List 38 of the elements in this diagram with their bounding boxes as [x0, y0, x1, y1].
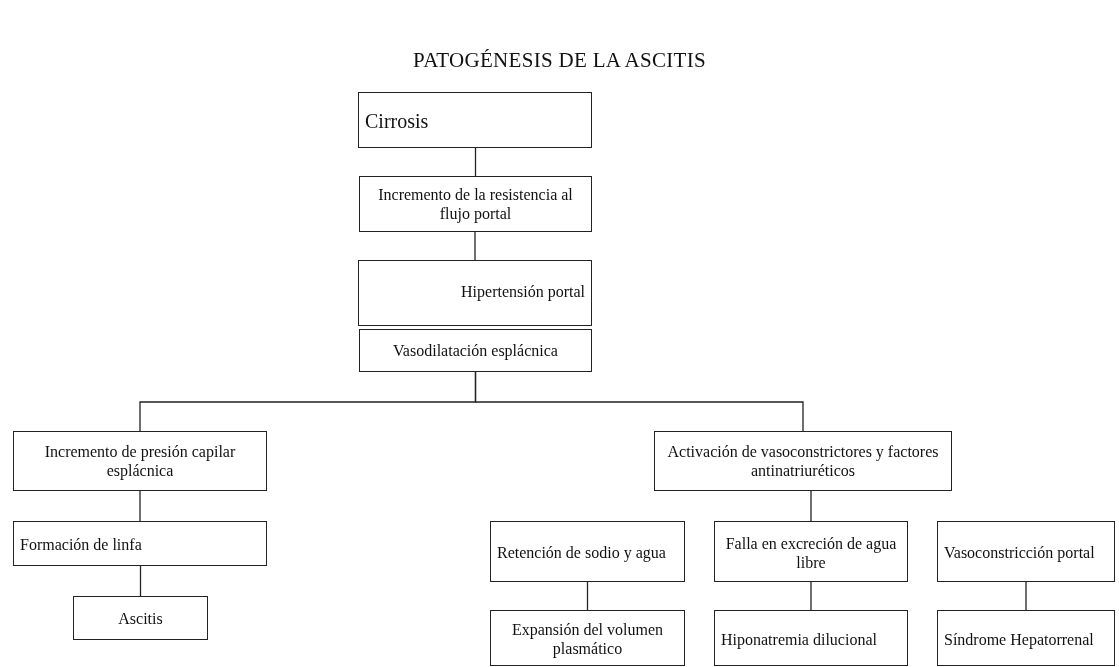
- box-text: Vasoconstricción portal: [944, 543, 1095, 562]
- process-box: [358, 92, 592, 148]
- diagram-title: PATOGÉNESIS DE LA ASCITIS: [412, 48, 707, 73]
- process-box: [714, 521, 908, 582]
- box-text: Hipertensión portal: [461, 281, 585, 301]
- process-box: [13, 521, 267, 566]
- box-text: Expansión del volumen plasmático: [510, 620, 665, 658]
- box-text: Hiponatremia dilucional: [721, 629, 877, 649]
- box-text: Ascitis: [118, 608, 163, 628]
- box-text: Formación de linfa: [20, 535, 142, 554]
- connector-line: [810, 581, 812, 611]
- process-box: [937, 610, 1115, 666]
- process-box: [490, 521, 685, 582]
- connector-line: [810, 490, 812, 522]
- box-text: Incremento de presión capilar esplácnica: [43, 442, 237, 480]
- process-box: [654, 431, 952, 491]
- box-text: Retención de sodio y agua: [497, 543, 666, 562]
- connector-line: [474, 231, 476, 261]
- process-box: [73, 596, 208, 640]
- connector-line: [139, 490, 141, 522]
- box-text: Síndrome Hepatorrenal: [944, 629, 1094, 649]
- process-box: [937, 521, 1115, 582]
- box-text: Activación de vasoconstrictores y factores antinatriuréticos: [666, 442, 940, 480]
- process-box: [714, 610, 908, 666]
- connector-line: [586, 581, 589, 611]
- box-text: Cirrosis: [365, 109, 429, 134]
- process-box: [358, 260, 592, 326]
- connector-line: [139, 565, 142, 597]
- connector-line: [474, 371, 804, 432]
- process-box: [359, 176, 592, 232]
- box-text: Incremento de la resistencia al flujo portal: [377, 185, 574, 223]
- box-text: Falla en excreción de agua libre: [724, 533, 898, 572]
- connector-line: [1025, 581, 1027, 611]
- connector-line: [474, 147, 477, 177]
- box-text: Vasodilatación esplácnica: [393, 341, 558, 360]
- process-box: [13, 431, 267, 491]
- process-box: [490, 610, 685, 666]
- process-box: [359, 329, 592, 372]
